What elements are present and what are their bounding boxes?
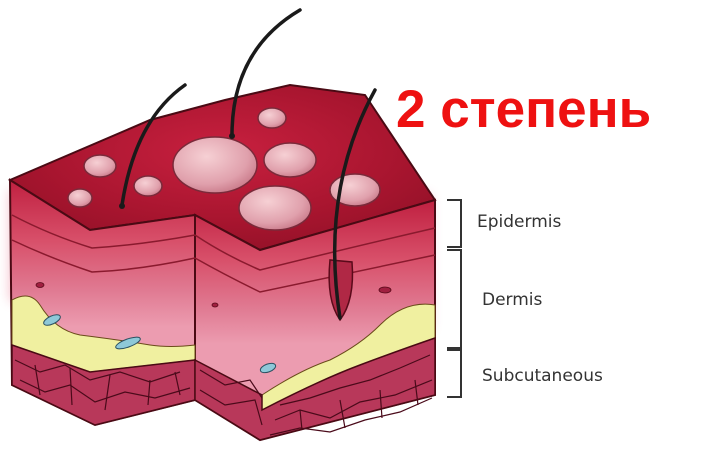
blister — [173, 137, 257, 193]
layer-brackets — [447, 200, 461, 397]
blister — [68, 189, 92, 207]
burn-degree-title: 2 степень — [396, 80, 651, 140]
blister — [84, 155, 116, 177]
blister — [264, 143, 316, 177]
label-subcutaneous: Subcutaneous — [482, 366, 603, 386]
blister — [134, 176, 162, 196]
epidermis-bracket — [447, 200, 461, 247]
blister — [239, 186, 311, 230]
blister — [258, 108, 286, 128]
label-epidermis: Epidermis — [477, 212, 561, 232]
label-dermis: Dermis — [482, 290, 542, 310]
subcutaneous-bracket — [447, 350, 461, 397]
dermis-bracket — [447, 250, 461, 348]
